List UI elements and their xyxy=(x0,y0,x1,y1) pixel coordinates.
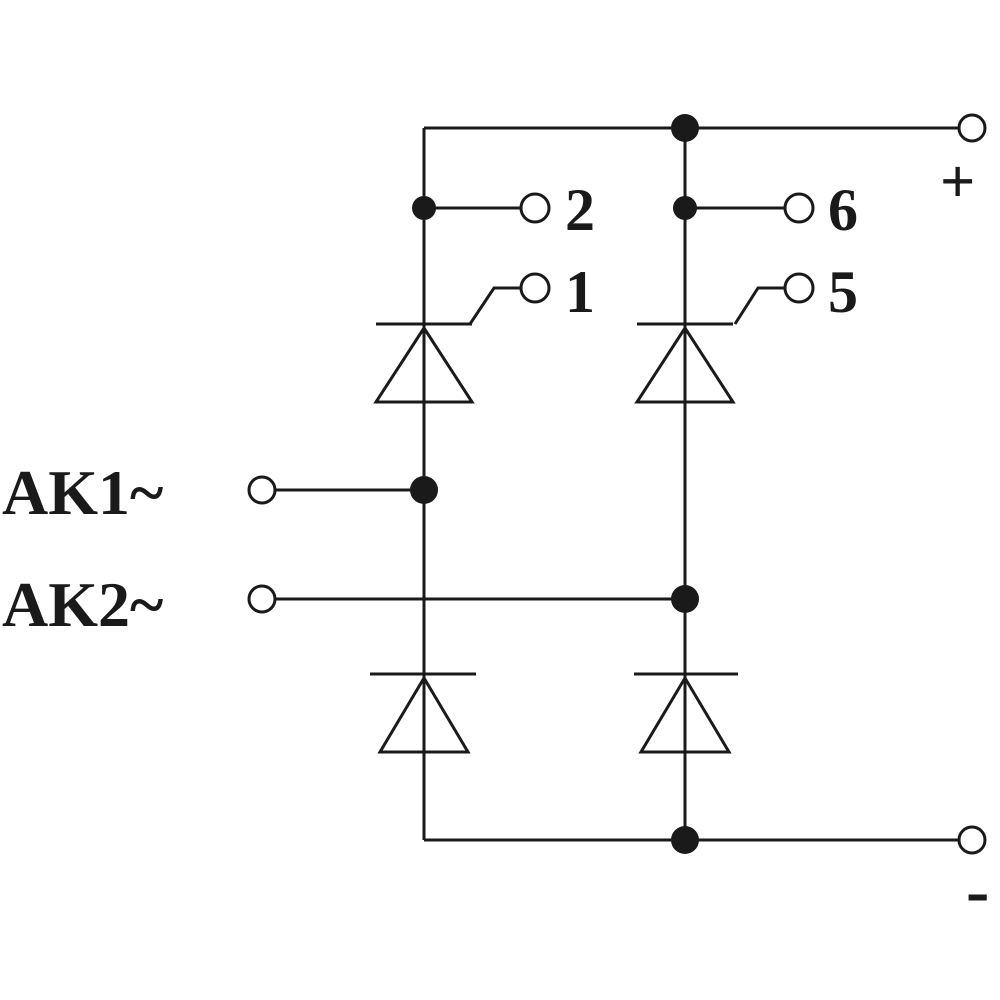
thyristor-right xyxy=(634,322,736,404)
labels: 2 1 6 5 + - AK1~ AK2~ xyxy=(2,148,989,930)
junction-dot xyxy=(673,196,697,220)
plus-label: + xyxy=(940,148,975,216)
ak1-label: AK1~ xyxy=(2,457,163,528)
terminal-pin2 xyxy=(519,192,551,224)
terminals xyxy=(247,113,987,855)
diode-right xyxy=(634,672,738,754)
ak2-label: AK2~ xyxy=(2,569,163,640)
terminal-ak1 xyxy=(247,475,277,505)
minus-label: - xyxy=(966,853,989,930)
junction-dot xyxy=(412,196,436,220)
terminal-pin6 xyxy=(783,192,815,224)
pin1-label: 1 xyxy=(565,259,595,325)
terminal-minus xyxy=(957,825,987,855)
pin5-label: 5 xyxy=(828,259,858,325)
pin2-label: 2 xyxy=(565,177,595,243)
terminal-pin5 xyxy=(783,272,815,304)
terminal-ak2 xyxy=(247,584,277,614)
pin6-label: 6 xyxy=(828,177,858,243)
diode-left xyxy=(370,672,476,754)
junction-dot xyxy=(410,476,438,504)
junction-dot xyxy=(671,585,699,613)
terminal-plus xyxy=(957,113,987,143)
junction-dot xyxy=(671,114,699,142)
junction-dot xyxy=(671,826,699,854)
thyristor-left xyxy=(373,322,475,404)
pin1-gate-wire xyxy=(468,286,520,325)
pin5-gate-wire xyxy=(733,286,784,325)
terminal-pin1 xyxy=(519,272,551,304)
junctions xyxy=(410,114,699,854)
